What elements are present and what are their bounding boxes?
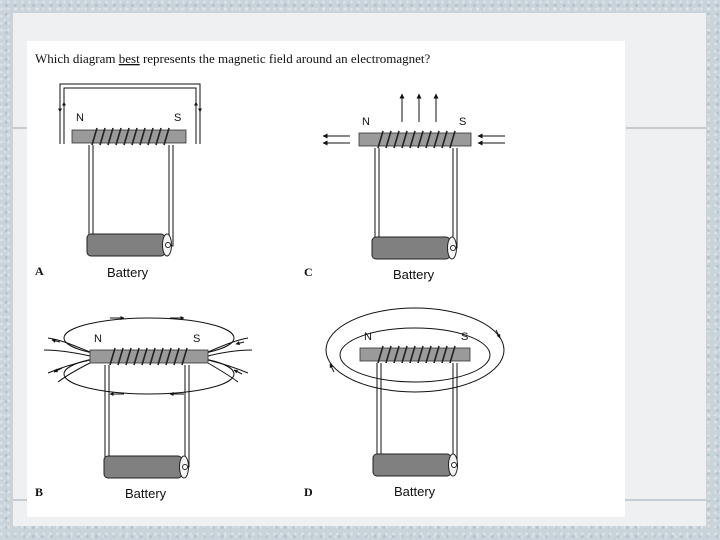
field-lines xyxy=(325,307,505,393)
coil-winding xyxy=(377,345,456,364)
north-pole-label: N xyxy=(76,112,84,124)
battery-cell xyxy=(103,455,183,479)
coil-winding xyxy=(109,347,188,366)
battery-terminal-cap xyxy=(451,462,457,468)
field-arrows xyxy=(329,329,501,373)
slide-divider-right xyxy=(626,127,706,129)
option-d-diagram[interactable]: N S Battery D xyxy=(304,307,505,499)
battery-label: Battery xyxy=(125,486,167,501)
circuit-wires xyxy=(374,148,458,249)
option-b-diagram[interactable]: N S Battery B xyxy=(35,316,253,501)
circuit-wires xyxy=(88,145,174,247)
south-pole-label: S xyxy=(193,333,200,345)
iron-core xyxy=(71,129,187,144)
question-text: Which diagram best represents the magnet… xyxy=(35,51,430,66)
battery-label: Battery xyxy=(107,265,149,280)
south-pole-label: S xyxy=(174,112,181,124)
circuit-wires xyxy=(376,363,458,466)
field-arrows xyxy=(51,316,245,396)
option-c-label: C xyxy=(304,265,313,279)
option-c-diagram[interactable]: N S Battery C xyxy=(304,93,505,282)
battery-label: Battery xyxy=(394,484,436,499)
battery-terminal-cap xyxy=(182,464,188,470)
battery-cell xyxy=(86,233,166,257)
battery-label: Battery xyxy=(393,267,435,282)
field-lines xyxy=(59,83,201,144)
option-b-label: B xyxy=(35,485,43,499)
south-pole-label: S xyxy=(459,116,466,128)
question-emphasis: best xyxy=(119,51,140,66)
slide-divider-left xyxy=(13,127,27,129)
question-diagrams: Which diagram best represents the magnet… xyxy=(35,51,505,501)
circuit-wires xyxy=(104,365,190,468)
north-pole-label: N xyxy=(362,116,370,128)
question-document: Which diagram best represents the magnet… xyxy=(27,41,625,517)
option-d-label: D xyxy=(304,485,313,499)
iron-core xyxy=(89,349,209,364)
battery-cell xyxy=(372,453,452,477)
north-pole-label: N xyxy=(364,331,372,343)
option-a-diagram[interactable]: N S Battery A xyxy=(35,83,202,280)
north-pole-label: N xyxy=(94,333,102,345)
battery-cell xyxy=(371,236,451,260)
coil-winding xyxy=(91,127,170,146)
battery-terminal-cap xyxy=(450,245,456,251)
south-pole-label: S xyxy=(461,331,468,343)
coil-winding xyxy=(377,130,456,149)
option-a-label: A xyxy=(35,264,44,278)
battery-terminal-cap xyxy=(165,242,171,248)
